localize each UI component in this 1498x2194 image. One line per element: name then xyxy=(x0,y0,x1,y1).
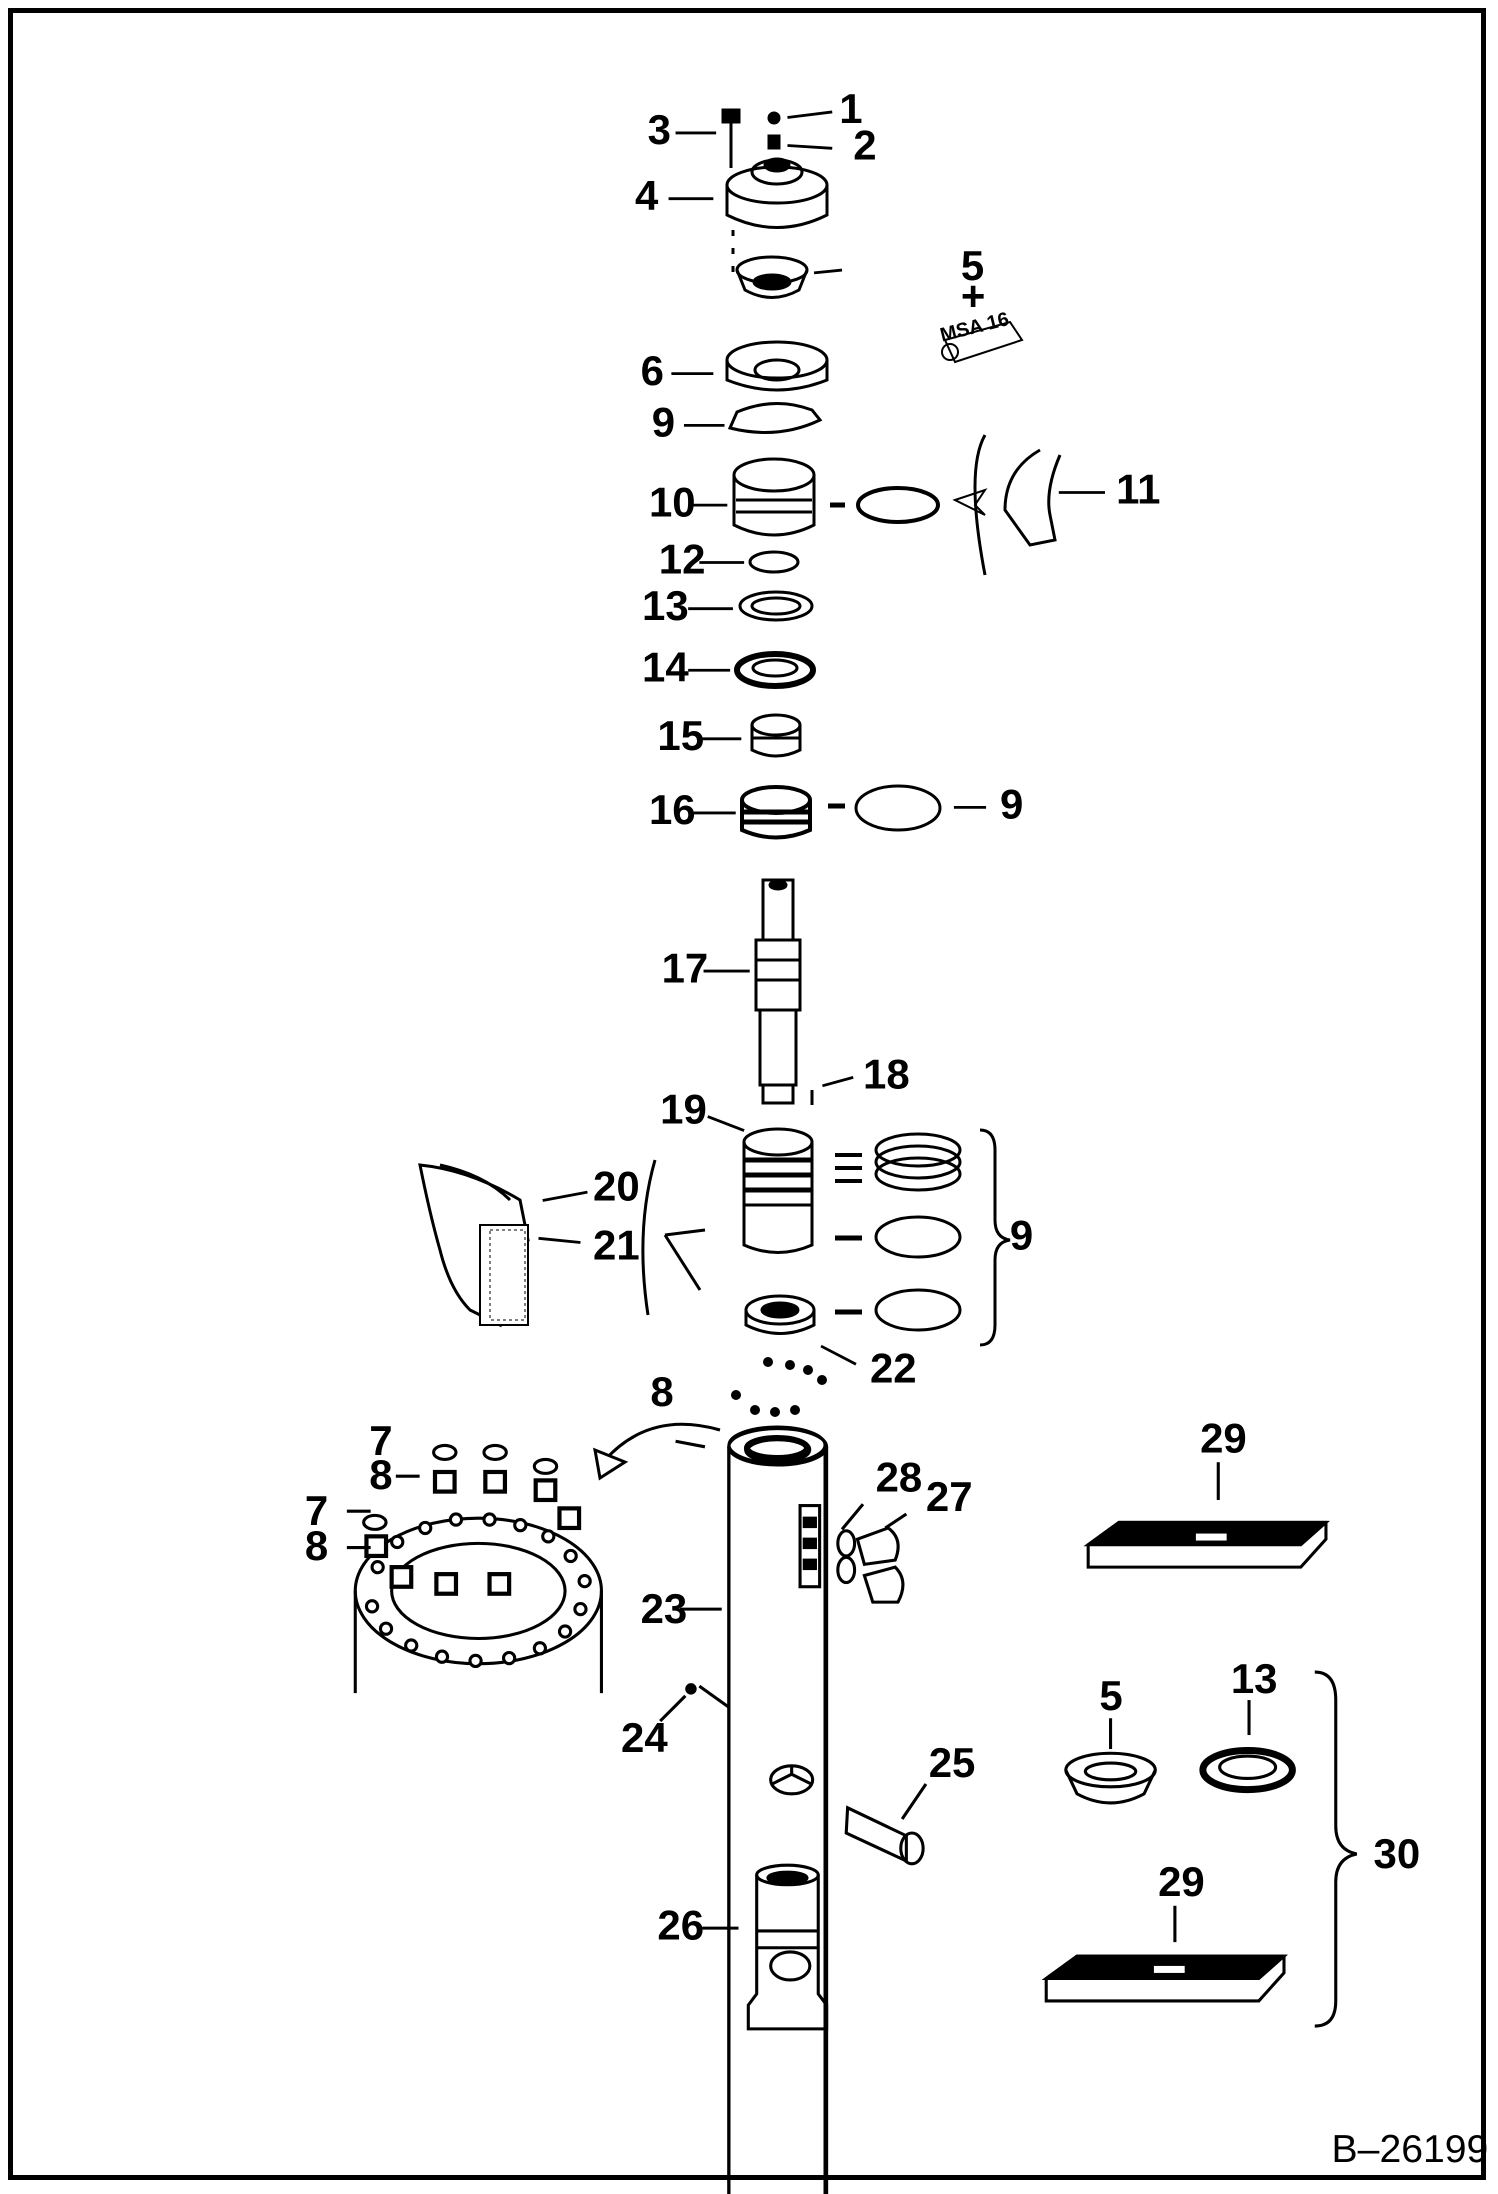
part-o-rings-28 xyxy=(836,1529,857,1585)
callout-21: 21 xyxy=(593,1221,640,1268)
arrowhead-icon xyxy=(593,1447,629,1481)
part-seal-kit-5 xyxy=(1064,1751,1157,1805)
part-spool xyxy=(732,457,816,537)
part-bolt xyxy=(721,108,741,168)
callout-11: 11 xyxy=(1116,466,1160,513)
part-bushing xyxy=(750,713,802,758)
callout-1: 1 xyxy=(839,85,862,132)
part-o-ring xyxy=(727,401,823,434)
part-cross-port xyxy=(769,1764,815,1796)
grease-tube-icon xyxy=(941,320,1024,364)
part-port-plate xyxy=(798,1504,822,1589)
callout-2: 2 xyxy=(853,122,876,169)
kit-plus: + xyxy=(961,273,985,320)
callout-10: 10 xyxy=(649,478,696,525)
callout-20: 20 xyxy=(593,1163,640,1210)
callout-5: 5 xyxy=(961,242,984,289)
callout-8: 8 xyxy=(369,1451,392,1498)
leader-lines xyxy=(346,1439,1251,1943)
callout-12: 12 xyxy=(659,536,706,583)
callout-27: 27 xyxy=(926,1473,973,1520)
part-seal-ring xyxy=(856,486,940,524)
part-pad-29-kit xyxy=(1041,1954,1289,2003)
leader-lines-upper xyxy=(538,110,1105,1366)
part-seal xyxy=(735,255,809,299)
callout-16: 16 xyxy=(649,786,696,833)
part-washer xyxy=(738,590,814,622)
detail-seal-section xyxy=(952,434,1062,576)
callout-24: 24 xyxy=(621,1714,668,1761)
callout-17: 17 xyxy=(662,944,709,991)
part-pad-29-top xyxy=(1083,1520,1331,1569)
part-small-ring xyxy=(748,550,800,574)
part-piston-rings xyxy=(835,1132,962,1332)
callout-6: 6 xyxy=(641,347,664,394)
part-ball-24 xyxy=(685,1683,697,1695)
part-plugs-27 xyxy=(855,1526,905,1604)
part-sleeve-26 xyxy=(746,1863,829,2031)
part-housing xyxy=(725,340,829,392)
callout-29: 29 xyxy=(1158,1858,1205,1905)
part-lower-bearing xyxy=(744,1294,816,1335)
callout-23: 23 xyxy=(641,1585,688,1632)
callout-9: 9 xyxy=(1000,781,1023,828)
part-o-ring xyxy=(854,784,942,832)
part-packing xyxy=(740,785,812,840)
part-ball xyxy=(767,111,781,125)
part-bearing xyxy=(734,651,816,689)
callout-13: 13 xyxy=(642,582,689,629)
part-pin-25 xyxy=(844,1805,925,1866)
kit-brace xyxy=(1314,1670,1358,2028)
callout-4: 4 xyxy=(635,172,659,219)
part-washer-kit-13 xyxy=(1199,1746,1296,1794)
callout-13: 13 xyxy=(1231,1655,1278,1702)
callout-8: 8 xyxy=(305,1522,328,1569)
callout-5: 5 xyxy=(1099,1672,1122,1719)
detail-bolt-ring xyxy=(353,1443,603,1694)
callout-9: 9 xyxy=(652,399,675,446)
callout-28: 28 xyxy=(876,1454,923,1501)
callout-8: 8 xyxy=(650,1368,673,1415)
arrow-icon xyxy=(603,1422,721,1462)
callout-19: 19 xyxy=(660,1086,707,1133)
callout-3: 3 xyxy=(648,106,671,153)
callout-9: 9 xyxy=(1010,1212,1033,1259)
part-cylinder-body-23 xyxy=(727,1427,829,2194)
callout-25: 25 xyxy=(929,1739,976,1786)
callout-26: 26 xyxy=(657,1901,704,1948)
callout-7: 7 xyxy=(305,1487,328,1534)
diagram-frame xyxy=(8,8,1486,2180)
brace xyxy=(979,1128,1011,1347)
part-piston xyxy=(742,1127,814,1254)
callout-15: 15 xyxy=(657,712,704,759)
callout-22: 22 xyxy=(870,1344,917,1391)
part-shaft xyxy=(754,878,802,1105)
callout-7: 7 xyxy=(369,1417,392,1464)
callout-14: 14 xyxy=(642,643,689,690)
part-balls xyxy=(731,1357,827,1417)
callout-29: 29 xyxy=(1200,1414,1247,1461)
part-top-cover xyxy=(725,157,829,229)
part-plug xyxy=(767,134,781,150)
detail-piston-seal-section xyxy=(418,1159,706,1328)
callout-18: 18 xyxy=(863,1051,910,1098)
callout-30: 30 xyxy=(1374,1830,1421,1877)
drawing-reference: B–26199 xyxy=(1332,2128,1489,2171)
